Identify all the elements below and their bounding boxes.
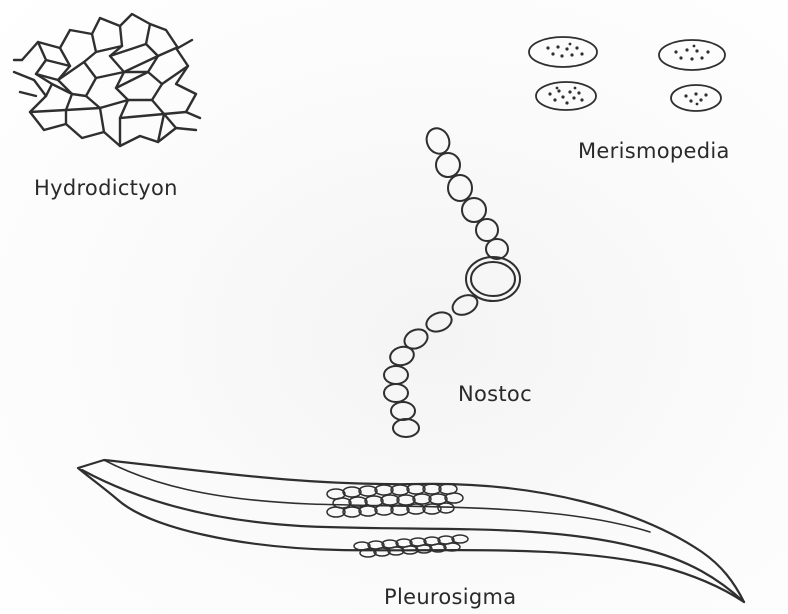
merismopedia-colony [671, 85, 721, 111]
merismopedia-colony [536, 82, 596, 110]
nostoc-cell [393, 419, 419, 437]
nostoc-heterocyst [466, 257, 520, 301]
pleurosigma-illustration [78, 460, 744, 602]
nostoc-cell [436, 153, 460, 177]
nostoc-label: Nostoc [458, 382, 532, 406]
hydrodictyon-illustration [14, 14, 200, 146]
nostoc-cell [401, 326, 430, 352]
pleurosigma-chloroplast-upper [327, 484, 463, 517]
pleurosigma-raphe [82, 470, 744, 602]
merismopedia-illustration [529, 37, 725, 111]
nostoc-cell [486, 239, 508, 259]
nostoc-cell [424, 309, 455, 335]
nostoc-cell [384, 384, 408, 402]
merismopedia-label: Merismopedia [578, 139, 730, 163]
pleurosigma-label: Pleurosigma [384, 585, 516, 609]
nostoc-cell [391, 402, 415, 420]
merismopedia-colony [659, 40, 725, 70]
nostoc-cell [384, 366, 408, 384]
nostoc-cell [448, 175, 472, 201]
nostoc-cell [476, 219, 498, 241]
merismopedia-colony [529, 37, 597, 67]
nostoc-heterocyst-inner-wall [471, 262, 515, 296]
nostoc-cell [462, 198, 486, 222]
pleurosigma-chloroplast-lower [354, 535, 468, 557]
hydrodictyon-label: Hydrodictyon [34, 176, 178, 200]
